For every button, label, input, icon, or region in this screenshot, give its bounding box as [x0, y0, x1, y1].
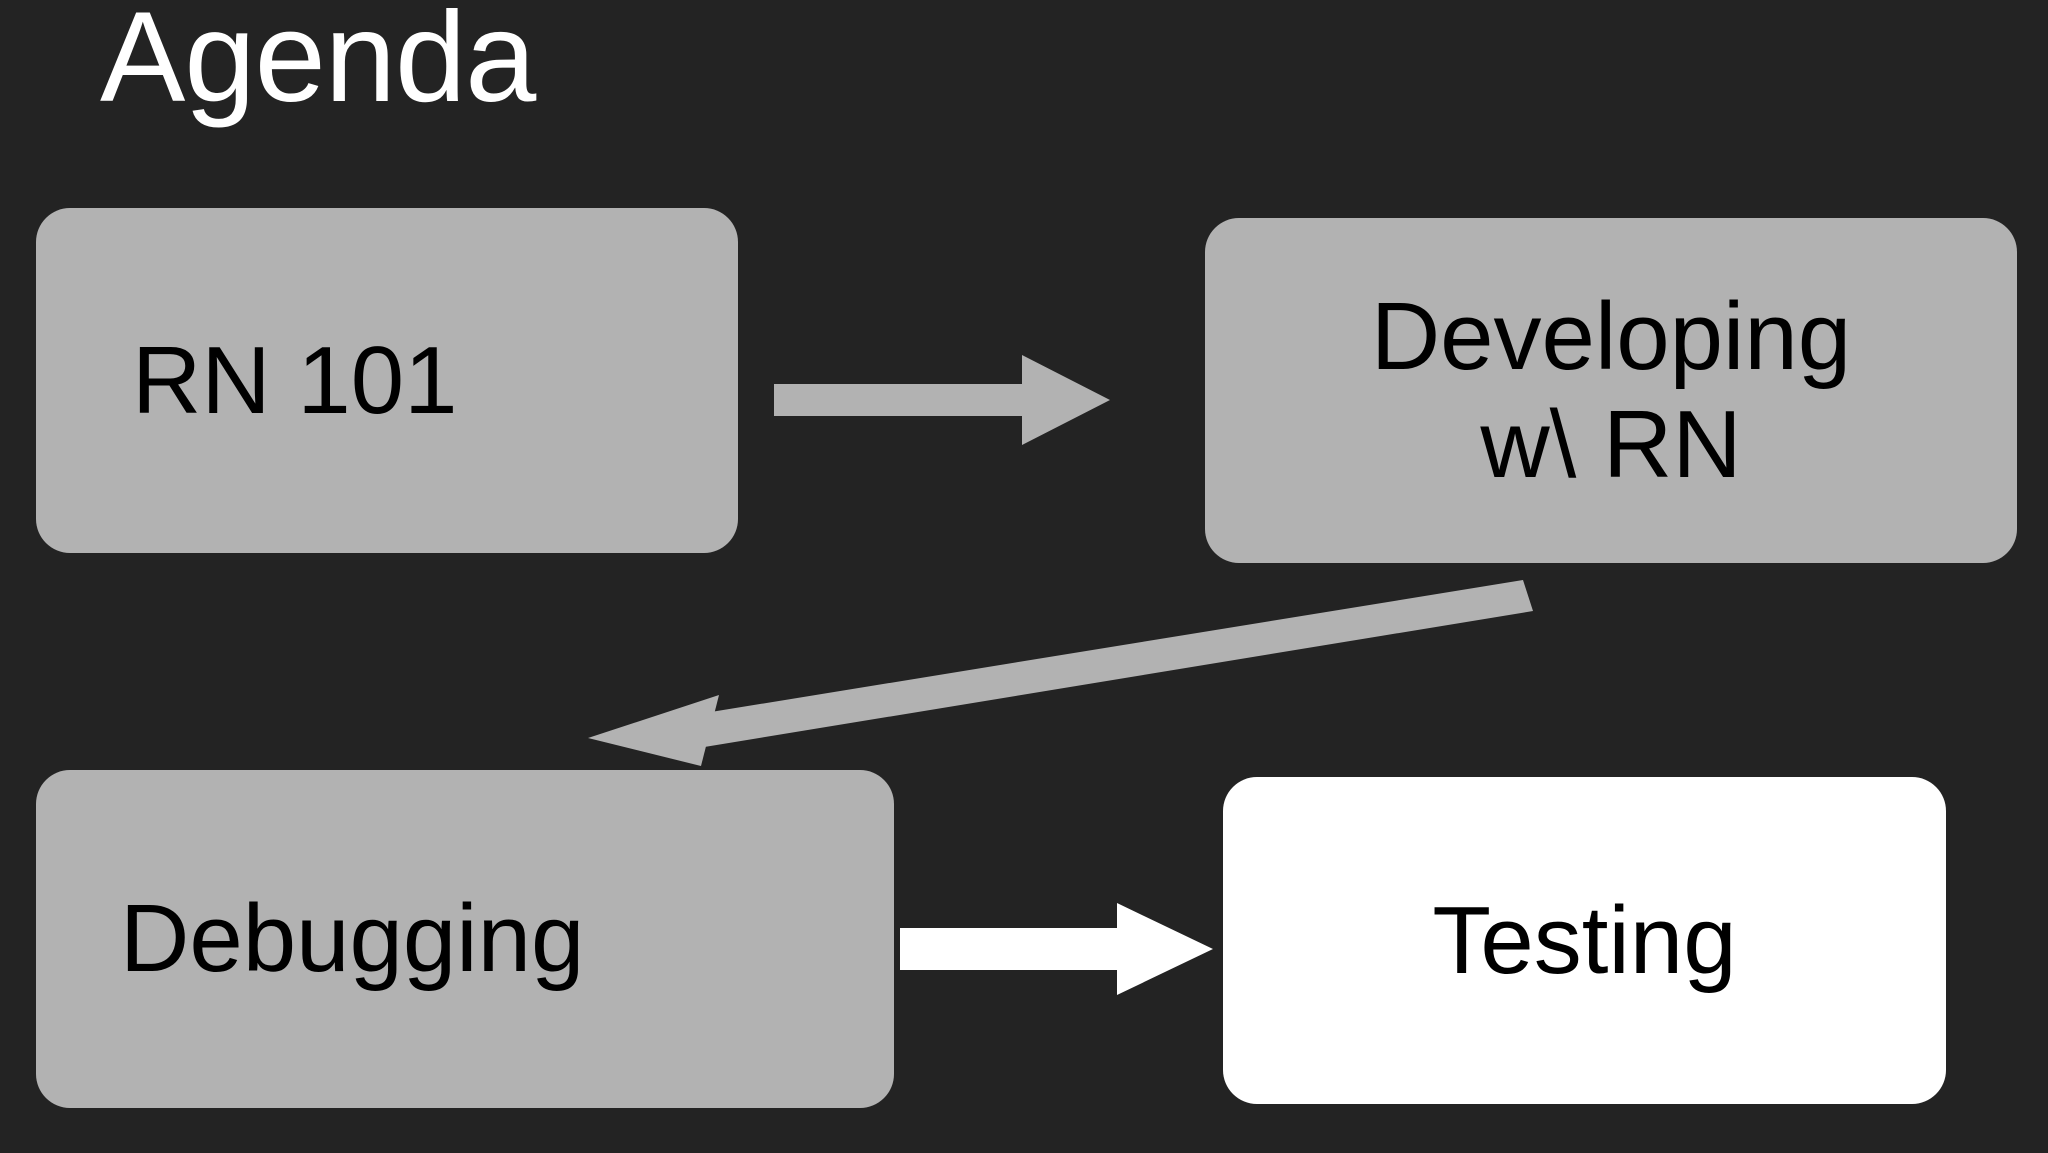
page-title: Agenda	[100, 0, 536, 129]
diagram-node-rn101[interactable]: RN 101	[36, 208, 738, 553]
node-label: Testing	[1432, 886, 1737, 994]
node-label: Debugging	[120, 885, 585, 993]
arrow-right-icon-rn101-to-developing	[774, 355, 1110, 445]
arrow-down-left-icon-developing-to-debugging	[588, 580, 1533, 766]
diagram-node-testing[interactable]: Testing	[1223, 777, 1946, 1104]
node-label: Developing w\ RN	[1370, 282, 1852, 498]
diagram-node-debugging[interactable]: Debugging	[36, 770, 894, 1108]
arrow-right-icon-debugging-to-testing	[900, 903, 1213, 995]
node-label: RN 101	[132, 326, 458, 434]
diagram-node-developing[interactable]: Developing w\ RN	[1205, 218, 2017, 563]
